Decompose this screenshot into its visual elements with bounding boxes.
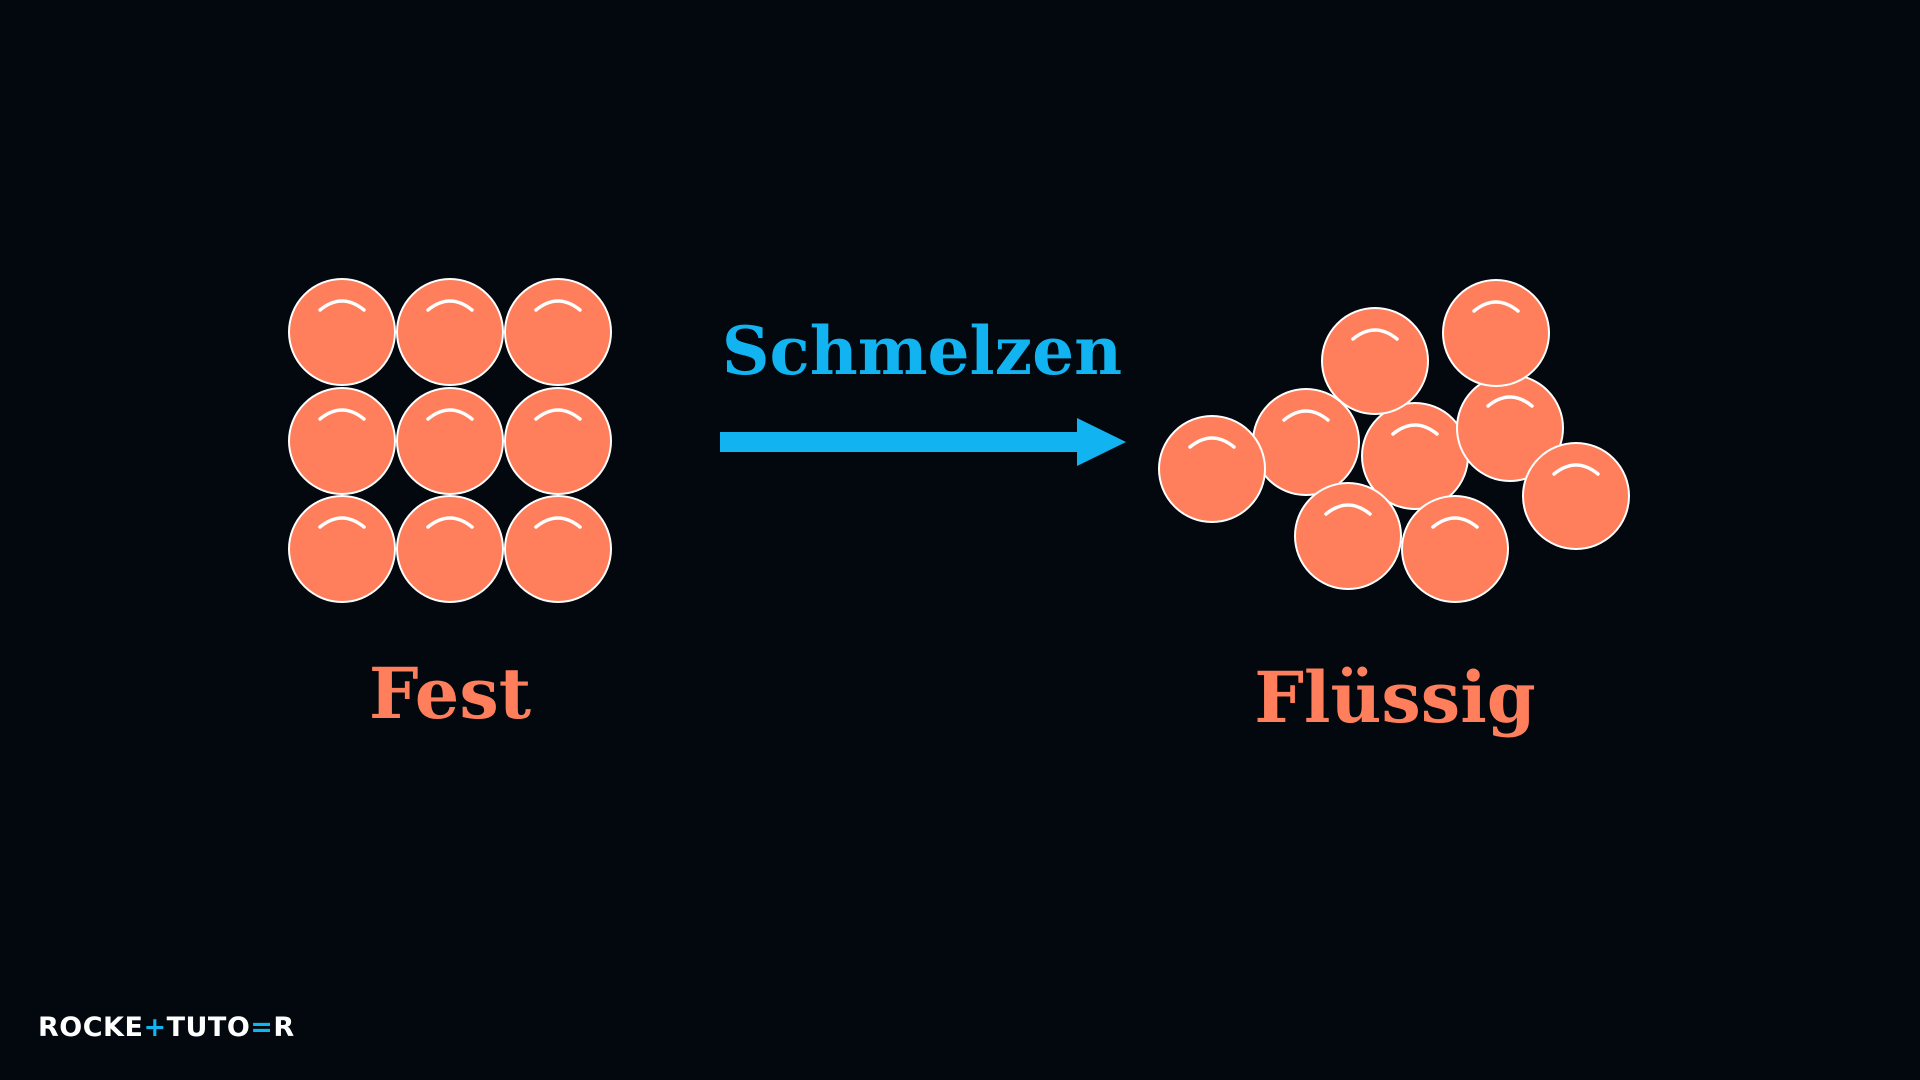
solid-particle (288, 495, 396, 603)
liquid-particle (1294, 482, 1402, 590)
solid-label: Fest (369, 652, 531, 735)
process-label: Schmelzen (722, 312, 1122, 390)
logo-text-2: TUTO (166, 1011, 251, 1043)
solid-particle (504, 495, 612, 603)
liquid-particle (1252, 388, 1360, 496)
solid-particles (288, 278, 612, 603)
logo-text-1: ROCKE (38, 1011, 144, 1043)
logo-equals-mark: = (250, 1011, 274, 1043)
logo-plus-mark: + (143, 1011, 167, 1043)
liquid-particle (1522, 442, 1630, 550)
solid-particle (396, 387, 504, 495)
solid-particle (396, 495, 504, 603)
liquid-particle (1401, 495, 1509, 603)
solid-particle (288, 278, 396, 386)
logo-text-3: R (273, 1011, 295, 1043)
rocket-tutor-logo: ROCKE+TUTO=R (38, 1010, 295, 1044)
solid-particle (504, 278, 612, 386)
solid-particle (288, 387, 396, 495)
liquid-particle (1321, 307, 1429, 415)
liquid-particle (1158, 415, 1266, 523)
liquid-label: Flüssig (1254, 656, 1536, 739)
right-arrow-icon (720, 418, 1126, 466)
liquid-particles (1158, 279, 1630, 603)
solid-particle (396, 278, 504, 386)
solid-particle (504, 387, 612, 495)
liquid-particle (1442, 279, 1550, 387)
